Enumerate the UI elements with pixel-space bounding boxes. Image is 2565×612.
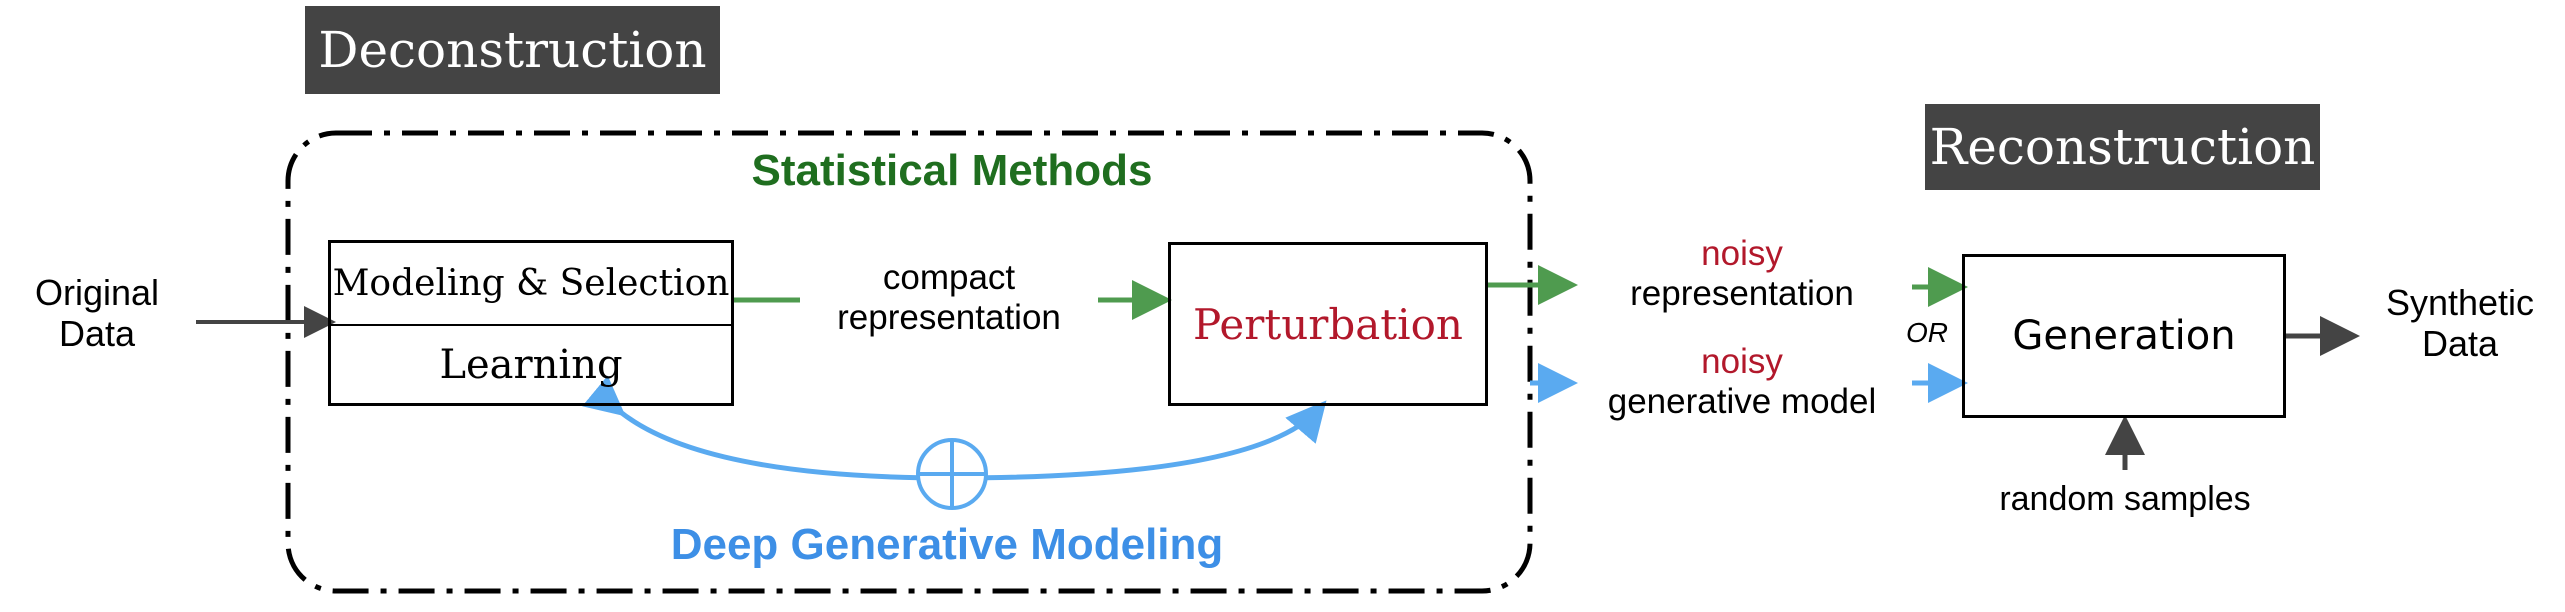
generation-box: Generation: [1962, 254, 2286, 418]
statistical-methods-heading: Statistical Methods: [751, 146, 1153, 195]
perturbation-box: Perturbation: [1168, 242, 1488, 406]
circled-plus-icon: [916, 438, 988, 510]
learning-label: Learning: [439, 341, 623, 388]
reconstruction-tag: Reconstruction: [1925, 104, 2320, 190]
modeling-selection-box: Modeling & Selection: [328, 240, 734, 326]
compact-representation-label: compact representation: [837, 258, 1061, 338]
deconstruction-frame: [285, 130, 1533, 594]
synthetic-data-label: Synthetic Data: [2385, 282, 2535, 365]
deconstruction-label: Deconstruction: [318, 21, 707, 79]
generation-label: Generation: [2012, 313, 2236, 359]
deconstruction-tag: Deconstruction: [305, 6, 720, 94]
original-data-label: Original Data: [34, 272, 160, 355]
noisy-representation-label: noisy representation: [1630, 234, 1854, 314]
reconstruction-label: Reconstruction: [1929, 118, 2316, 176]
noisy-generative-model-label: noisy generative model: [1607, 342, 1877, 422]
learning-box: Learning: [328, 324, 734, 406]
or-label: OR: [1906, 317, 1948, 348]
random-samples-label: random samples: [1999, 480, 2251, 518]
deep-generative-modeling-heading: Deep Generative Modeling: [670, 520, 1224, 569]
perturbation-label: Perturbation: [1193, 299, 1463, 349]
modeling-selection-label: Modeling & Selection: [332, 263, 730, 304]
